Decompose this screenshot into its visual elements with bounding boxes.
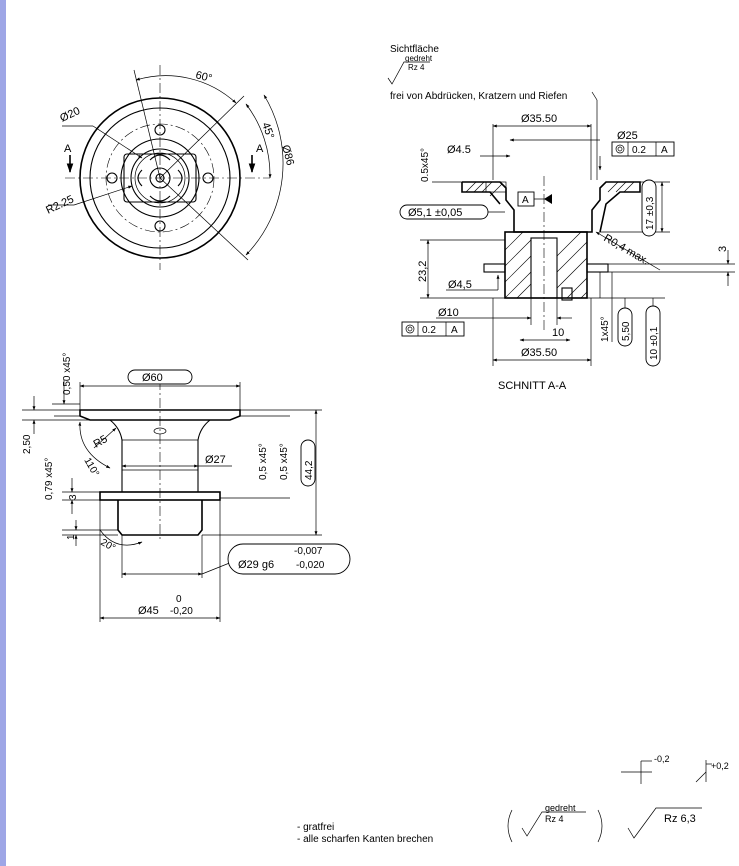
- concentricity-tolerance: 0.2: [632, 145, 646, 156]
- angle-20: 20°: [99, 537, 118, 554]
- dia-10-label: Ø10: [438, 307, 459, 319]
- dia-5-1-tolerance: Ø5,1 ±0,05: [408, 207, 462, 219]
- general-notes: - gratfrei - alle scharfen Kanten breche…: [297, 754, 729, 845]
- dim-10-tolerance: 10 ±0,1: [649, 326, 660, 360]
- dim-3-side: 3: [68, 494, 79, 500]
- dia-29-g6: Ø29 g6: [238, 559, 274, 571]
- concentricity-bottom-datum: A: [451, 325, 458, 336]
- dia-25-label: Ø25: [617, 130, 638, 142]
- front-view: 60° 45° Ø86 Ø20 R2.25 A A: [44, 65, 296, 270]
- concentricity-datum: A: [661, 145, 668, 156]
- dia-60-label: Ø60: [142, 372, 163, 384]
- section-mark-right: A: [256, 143, 264, 155]
- dia-86-label: Ø86: [279, 144, 296, 167]
- surface-value: Rz 4: [408, 63, 425, 72]
- dim-5-50: 5,50: [621, 321, 632, 341]
- dia-35-50-bottom: Ø35.50: [521, 347, 557, 359]
- edge-plus: +0,2: [711, 761, 729, 771]
- section-title: SCHNITT A-A: [498, 380, 567, 392]
- dia-45-label: Ø45: [138, 605, 159, 617]
- surface-note: frei von Abdrücken, Kratzern und Riefen: [390, 91, 567, 102]
- dia-4-5-bottom: Ø4,5: [448, 279, 472, 291]
- chamfer-0-50: 0,50 x45°: [62, 353, 73, 395]
- dia-4-5-top: Ø4.5: [447, 144, 471, 156]
- roughness-general: Rz 6,3: [664, 813, 696, 825]
- radius-2-25-label: R2.25: [44, 193, 76, 216]
- tol-upper-45: 0: [176, 594, 182, 605]
- chamfer-0-5: 0.5x45°: [420, 148, 431, 182]
- tol-upper-29: -0,007: [294, 546, 323, 557]
- dim-44-2: 44,2: [304, 460, 315, 480]
- surface-label: Sichtfläche: [390, 44, 439, 55]
- roughness-process: gedreht: [545, 803, 576, 813]
- chamfer-0-5-a: 0,5 x45°: [258, 443, 269, 480]
- roughness-value-rz4: Rz 4: [545, 814, 564, 824]
- dim-10: 10: [552, 327, 564, 339]
- section-view: Sichtfläche gedreht Rz 4 frei von Abdrüc…: [387, 44, 735, 392]
- dim-23-2: 23,2: [417, 261, 429, 282]
- dia-20-label: Ø20: [58, 105, 82, 125]
- side-view: Ø60 0,50 x45° 2,50 0,79 x45° R5 110° Ø27…: [22, 353, 351, 622]
- radius-0-4-max: R0,4 max.: [602, 232, 651, 267]
- dim-17: 17 ±0,3: [645, 196, 656, 230]
- note-burr-free: - gratfrei: [297, 822, 334, 833]
- concentricity-bottom-tolerance: 0.2: [422, 325, 436, 336]
- dia-35-50-top: Ø35.50: [521, 113, 557, 125]
- dim-1-side: 1: [66, 534, 77, 540]
- chamfer-0-79: 0,79 x45°: [44, 458, 55, 500]
- chamfer-1x45: 1x45°: [600, 316, 611, 342]
- angle-60-label: 60°: [194, 69, 213, 85]
- dim-3-section: 3: [717, 246, 729, 252]
- dia-27-label: Ø27: [205, 454, 226, 466]
- edge-minus: -0,2: [654, 754, 670, 764]
- sheet-border-strip: [0, 0, 6, 866]
- tol-lower-45: -0,20: [170, 606, 193, 617]
- angle-110: 110°: [81, 456, 101, 479]
- chamfer-0-5-b: 0,5 x45°: [279, 443, 290, 480]
- tol-lower-29: -0,020: [296, 560, 325, 571]
- surface-process: gedreht: [405, 54, 433, 63]
- angle-45-label: 45°: [259, 121, 276, 141]
- note-break-edges: - alle scharfen Kanten brechen: [297, 834, 433, 845]
- datum-box-a: A: [522, 195, 529, 206]
- section-mark-left: A: [64, 143, 72, 155]
- dim-2-50: 2,50: [22, 434, 33, 454]
